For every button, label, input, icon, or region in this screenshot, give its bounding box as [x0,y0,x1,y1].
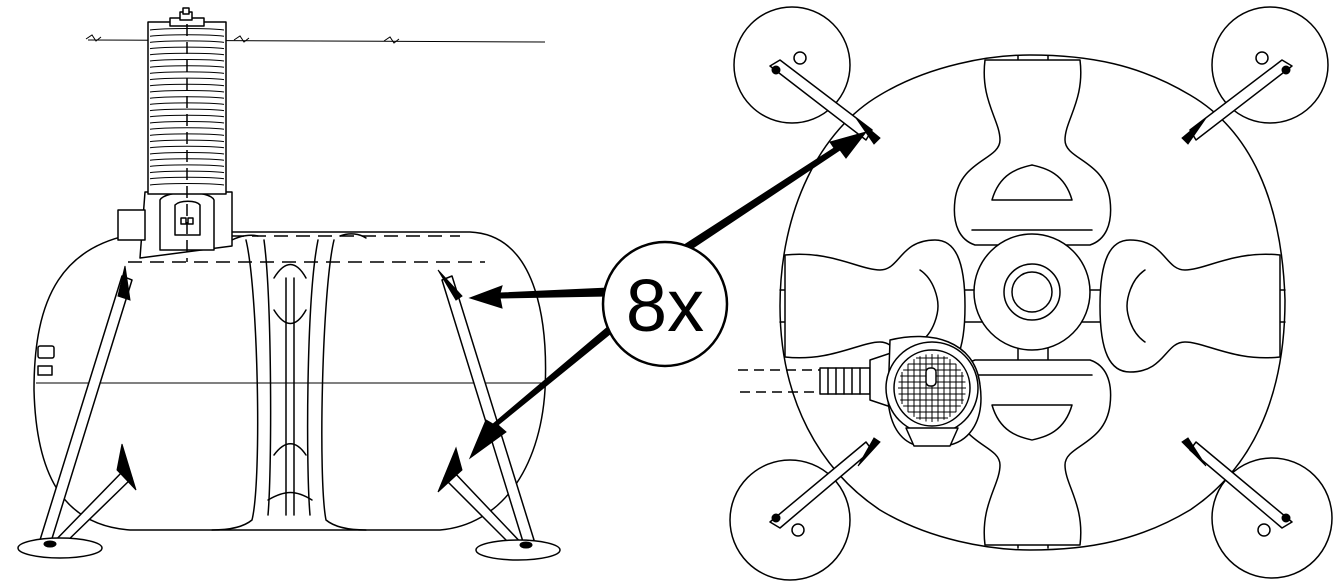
inlet-filter [738,335,982,447]
side-port-lower [37,365,53,376]
arrow-to-side-lower [468,324,616,460]
tank-dome-fitting [117,191,233,259]
arrow-to-side-upper [468,285,609,309]
anchor-strap-right [437,269,561,561]
anchor-strap-bottom-right [1181,437,1293,537]
callout-arrows [468,131,868,460]
tank-body [33,231,547,531]
anchor-disk-bottom-right [1211,457,1333,579]
arrow-to-top-view [683,131,868,251]
anchor-disk-bottom-left [729,459,851,581]
anchor-strap-bottom-left [769,437,881,537]
quantity-badge: 8x [601,240,729,368]
side-port-upper [37,345,55,359]
tank-top-lobes [784,59,1281,546]
anchor-strap-top-left [769,51,881,145]
anchor-disk-top-right [1211,6,1329,124]
riser-shaft [147,7,227,262]
quantity-label: 8x [626,264,704,347]
anchor-disk-top-left [733,6,851,124]
top-view [729,6,1333,581]
anchor-strap-left [17,265,137,559]
tank-top-hub [973,233,1091,351]
anchor-strap-top-right [1181,51,1293,145]
tank-center-rib [211,233,367,531]
side-view [17,7,561,561]
